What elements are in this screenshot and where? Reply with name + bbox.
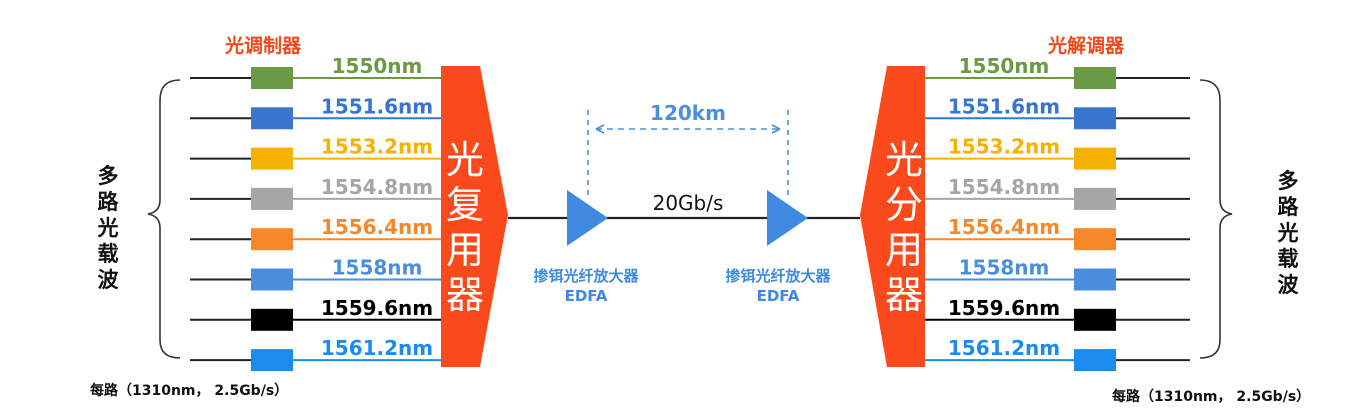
left-modulator-block [251,187,293,210]
left-modulator-block [251,228,293,251]
amp1-abbr: EDFA [565,287,608,305]
left-wavelength-label: 1553.2nm [321,135,433,159]
right-demodulator-block [1074,187,1116,210]
bitrate-label: 20Gb/s [653,191,724,215]
side-char: 多 [98,164,119,188]
left-wavelength-label: 1558nm [332,256,423,280]
left-wavelength-label: 1559.6nm [321,296,433,320]
left-wavelength-label: 1550nm [332,54,423,78]
demux-char: 分 [885,183,923,227]
right-wavelength-label: 1553.2nm [948,135,1060,159]
side-char: 路 [98,190,120,214]
right-wavelength-label: 1551.6nm [948,94,1060,118]
left-modulator-block [251,147,293,170]
right-wavelength-label: 1558nm [959,256,1050,280]
right-demodulator-block [1074,349,1116,372]
left-bracket [147,79,181,359]
right-demodulator-block [1074,67,1116,89]
side-char: 光 [1277,221,1299,245]
left-wavelength-label: 1556.4nm [321,215,433,239]
right-demodulator-block [1074,147,1116,170]
demux-char: 器 [885,273,923,317]
modulator-label: 光调制器 [224,34,302,57]
mux-char: 光 [446,138,484,182]
right-wavelength-label: 1554.8nm [948,175,1060,199]
right-demodulator-block [1074,308,1116,331]
side-char: 路 [1278,195,1300,219]
demux-char: 光 [885,138,923,182]
right-bracket [1199,79,1233,359]
left-modulator-block [251,67,293,89]
left-modulator-block [251,107,293,130]
left-channels: 1550nm 1551.6nm 1553.2nm 1554.8nm 1556.4nm 15… [190,54,441,372]
span-indicator [587,110,789,200]
side-char: 光 [97,216,119,240]
right-channels: 1550nm 1551.6nm 1553.2nm 1554.8nm 1556.4nm 15… [925,54,1190,372]
demodulator-label: 光解调器 [1047,34,1125,57]
left-modulator-block [251,268,293,291]
left-modulator-block [251,349,293,372]
optical-multiplexer [441,66,508,367]
amp1-name: 掺铒光纤放大器 [533,267,639,285]
mux-char: 用 [446,228,484,272]
edfa-amplifier-1 [567,190,608,246]
demux-char: 用 [885,228,923,272]
side-char: 多 [1278,169,1299,193]
right-demodulator-block [1074,107,1116,130]
amp2-abbr: EDFA [757,287,800,305]
right-demodulator-block [1074,268,1116,291]
mux-char: 器 [446,273,484,317]
side-char: 波 [98,268,120,292]
right-wavelength-label: 1556.4nm [948,215,1060,239]
side-char: 载 [98,242,119,266]
left-footnote: 每路（1310nm， 2.5Gb/s） [90,382,288,399]
right-wavelength-label: 1559.6nm [948,296,1060,320]
side-char: 波 [1278,273,1300,297]
right-wavelength-label: 1561.2nm [948,336,1060,360]
right-wavelength-label: 1550nm [959,54,1050,78]
amp2-name: 掺铒光纤放大器 [725,267,831,285]
right-demodulator-block [1074,228,1116,251]
edfa-amplifier-2 [767,190,808,246]
side-char: 载 [1278,247,1299,271]
right-footnote: 每路（1310nm， 2.5Gb/s） [1112,388,1310,405]
left-wavelength-label: 1561.2nm [321,336,433,360]
mux-char: 复 [446,183,484,227]
optical-demultiplexer [860,66,925,367]
left-modulator-block [251,308,293,331]
left-wavelength-label: 1551.6nm [321,94,433,118]
span-label: 120km [650,101,726,125]
left-wavelength-label: 1554.8nm [321,175,433,199]
